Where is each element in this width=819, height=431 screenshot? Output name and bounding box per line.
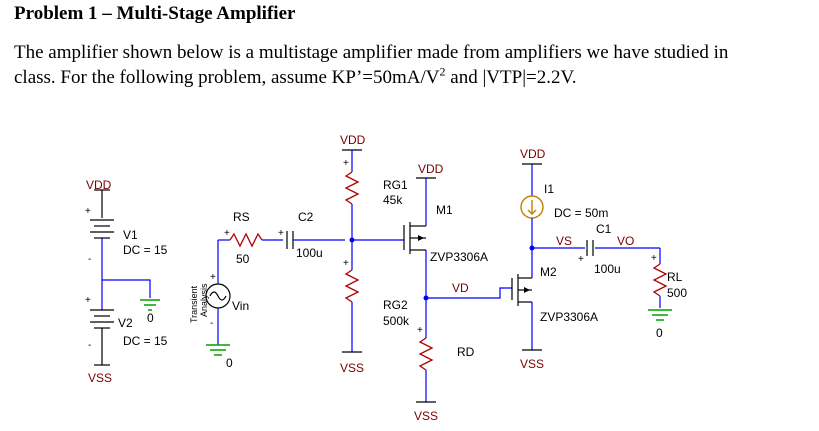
svg-text:+: + xyxy=(85,295,91,306)
rs-label: RS xyxy=(233,210,250,224)
m1-transistor xyxy=(403,222,426,254)
svg-text:-: - xyxy=(88,340,91,351)
m1-vdd-label: VDD xyxy=(418,162,444,176)
m2-vss-label: VSS xyxy=(520,357,544,371)
rd-resistor xyxy=(418,337,434,371)
v1-dc-label: DC = 15 xyxy=(123,243,168,257)
rl-ground-label: 0 xyxy=(656,326,663,340)
problem-description: The amplifier shown below is a multistag… xyxy=(14,40,814,90)
supply-v2: + - xyxy=(85,280,114,366)
svg-text:+: + xyxy=(343,258,349,269)
rg2-resistor xyxy=(344,269,360,303)
svg-text:+: + xyxy=(224,228,230,239)
rd-label: RD xyxy=(457,345,475,359)
m1-label: M1 xyxy=(436,203,453,217)
c1-value: 100u xyxy=(594,262,621,276)
rg1-value: 45k xyxy=(383,193,403,207)
vin-source: + - xyxy=(205,240,231,356)
v1-label: V1 xyxy=(123,228,138,242)
rg2-value: 500k xyxy=(383,314,410,328)
rg2-label: RG2 xyxy=(383,298,408,312)
rl-label: RL xyxy=(667,270,683,284)
description-line-1: The amplifier shown below is a multistag… xyxy=(14,42,729,63)
rl-value: 500 xyxy=(667,286,687,300)
analysis-label: Analysis xyxy=(199,283,209,317)
svg-text:+: + xyxy=(343,158,349,169)
c1-label: C1 xyxy=(596,222,612,236)
v2-label: V2 xyxy=(118,316,133,330)
v2-vss-label: VSS xyxy=(88,371,112,385)
rs-resistor xyxy=(229,232,263,248)
v2-dc-label: DC = 15 xyxy=(123,334,168,348)
rg1-vdd-label: VDD xyxy=(340,133,366,147)
svg-text:+: + xyxy=(278,228,284,239)
rg1-resistor xyxy=(344,171,360,205)
rg1-label: RG1 xyxy=(383,178,408,192)
svg-text:-: - xyxy=(88,254,91,265)
rs-value: 50 xyxy=(236,252,250,266)
m2-label: M2 xyxy=(540,265,557,279)
c2-value: 100u xyxy=(296,246,323,260)
ground-label: 0 xyxy=(147,311,154,325)
transient-label: Transient xyxy=(189,285,199,323)
c2-label: C2 xyxy=(298,210,314,224)
vo-net-label: VO xyxy=(617,234,634,248)
vs-net-label: VS xyxy=(556,234,572,248)
rd-vss-label: VSS xyxy=(414,409,438,423)
rg2-vss-label: VSS xyxy=(340,361,364,375)
svg-text:-: - xyxy=(210,318,213,329)
vin-label: Vin xyxy=(232,299,249,313)
svg-text:+: + xyxy=(651,253,657,264)
problem-heading: Problem 1 – Multi-Stage Amplifier xyxy=(14,3,296,24)
description-line-2: class. For the following problem, assume… xyxy=(14,64,577,88)
i1-vdd-label: VDD xyxy=(520,147,546,161)
vd-net-label: VD xyxy=(452,281,469,295)
vin-ground-label: 0 xyxy=(226,356,233,370)
m2-transistor xyxy=(511,274,532,306)
i1-current-source xyxy=(520,195,544,219)
rl-resistor xyxy=(652,263,668,297)
svg-text:+: + xyxy=(210,272,216,283)
m2-part: ZVP3306A xyxy=(540,310,598,324)
v1-vdd-label: VDD xyxy=(86,178,112,192)
i1-label: I1 xyxy=(544,182,554,196)
svg-text:+: + xyxy=(578,254,584,265)
svg-text:+: + xyxy=(85,206,91,217)
svg-text:+: + xyxy=(417,325,423,336)
i1-dc-label: DC = 50m xyxy=(554,206,608,220)
ground-symbol xyxy=(140,299,160,311)
supply-v1: + - xyxy=(85,189,114,280)
m1-part: ZVP3306A xyxy=(430,250,488,264)
